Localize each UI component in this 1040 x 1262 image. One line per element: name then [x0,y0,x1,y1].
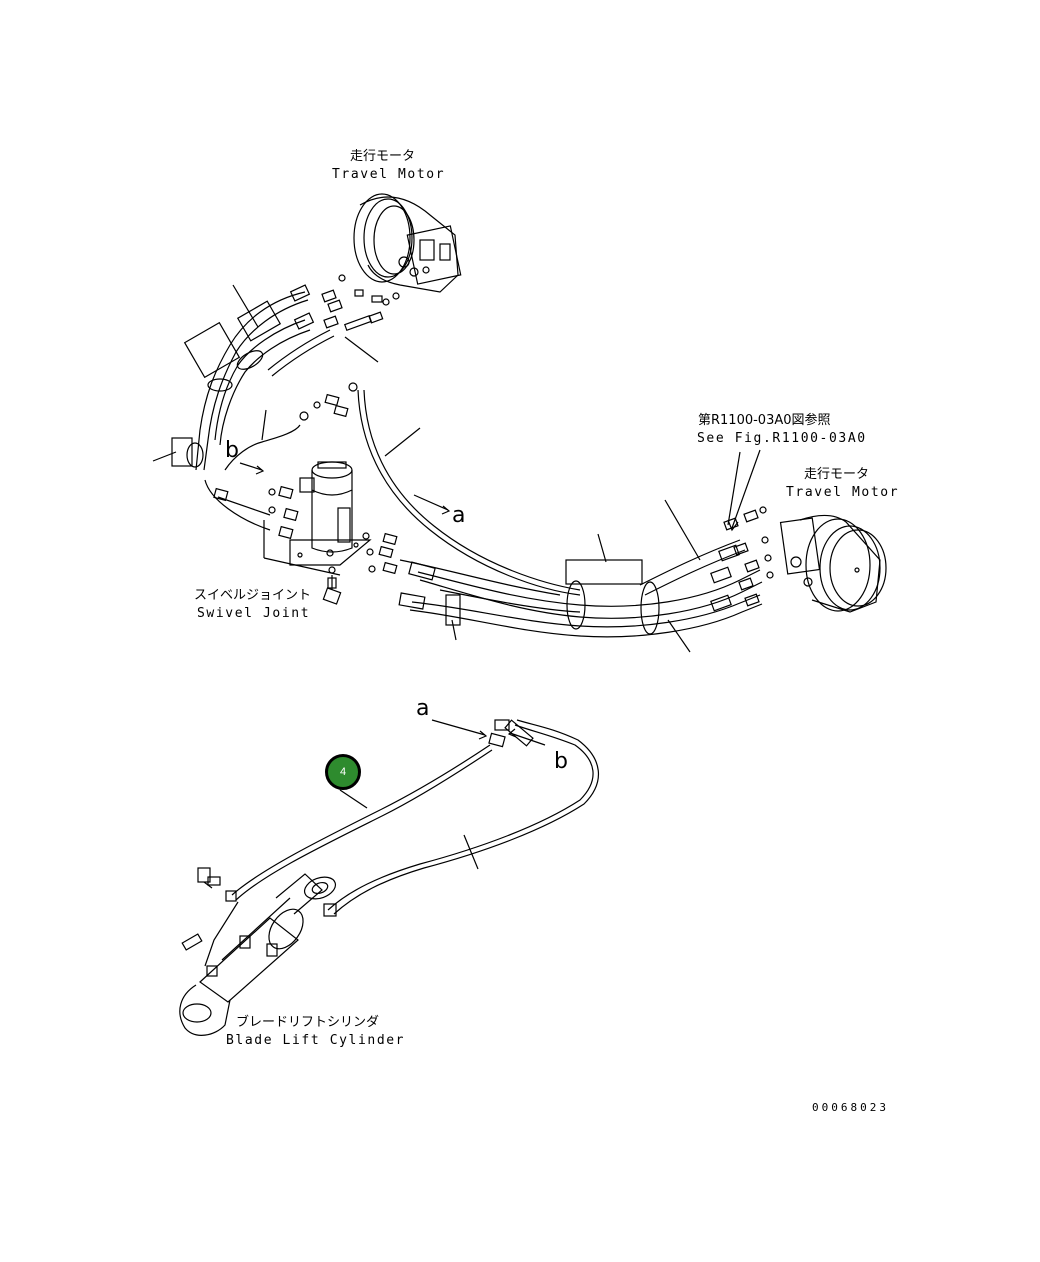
swivel-joint-label-en: Swivel Joint [197,606,311,621]
hose-a [357,389,581,596]
lower-hoses [204,719,599,967]
see-fig-label-jp: 第R1100-03A0図参照 [698,413,831,428]
leader-lines-upper [152,284,379,576]
travel-motor-1-drawing [353,193,462,293]
upper-hose-bundle [171,284,335,471]
marker-b-lower: b [554,749,568,774]
travel-motor-2-drawing [779,514,887,613]
see-fig-label-en: See Fig.R1100-03A0 [697,431,867,446]
fittings-motor-1 [321,274,400,332]
marker-b-upper: b [225,438,239,463]
leader-lines-middle [451,451,741,653]
swivel-joint-label-jp: スイベルジョイント [194,588,312,603]
blade-lift-cylinder-label-jp: ブレードリフトシリンダ [236,1015,380,1030]
swivel-joint-drawing [289,461,372,605]
fittings-motor-2 [723,506,774,607]
lower-arrows [239,462,546,746]
travel-motor-1-label-en: Travel Motor [332,167,446,182]
blade-lift-cylinder-label-en: Blade Lift Cylinder [226,1033,406,1048]
marker-a-lower: a [416,696,430,721]
main-hose-bundle [204,479,763,638]
swivel-fittings [213,382,398,575]
blade-lift-cylinder-drawing [179,867,337,1036]
travel-motor-2-label-jp: 走行モータ [804,467,870,482]
marker-a-upper: a [452,503,466,528]
hose-b [224,409,309,471]
see-fig-leader [727,449,761,532]
document-number: 00068023 [812,1101,889,1114]
travel-motor-1-label-jp: 走行モータ [350,149,416,164]
part-callout-4[interactable]: 4 [325,754,361,790]
travel-motor-2-label-en: Travel Motor [786,485,900,500]
